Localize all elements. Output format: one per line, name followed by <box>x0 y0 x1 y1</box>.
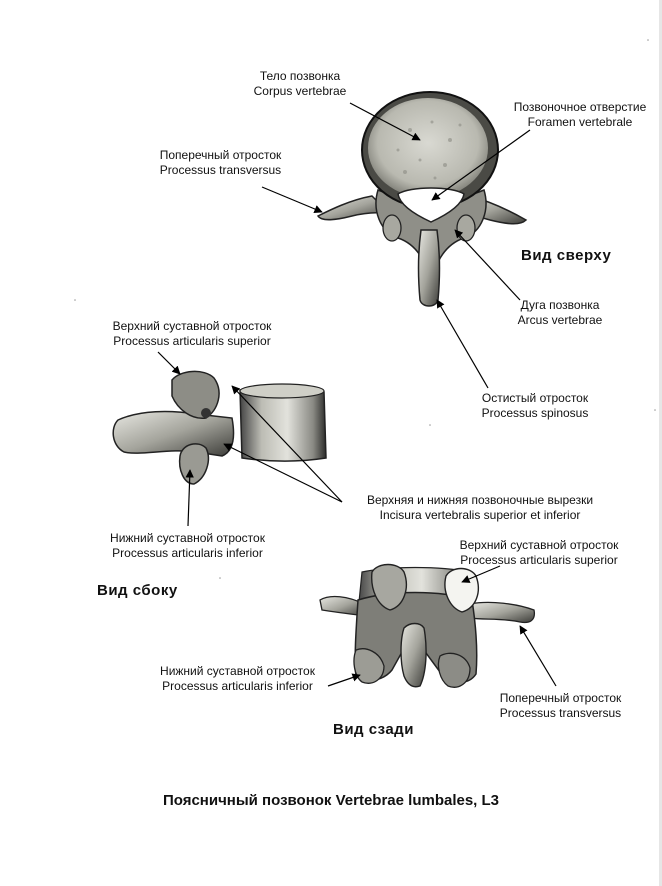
side-view-vertebra <box>112 370 327 485</box>
scan-specks <box>74 39 656 579</box>
leader-incisura-2 <box>223 443 343 503</box>
label-arcus-vertebrae: Дуга позвонка Arcus vertebrae <box>505 298 615 328</box>
leader-lines <box>157 102 557 687</box>
view-top-label: Вид сверху <box>521 247 612 264</box>
leader-incisura-1 <box>231 385 343 503</box>
label-art-inf-back-ru: Нижний суставной отросток <box>160 664 315 678</box>
leader-art-inf-back <box>327 673 361 687</box>
page-edge <box>659 0 662 886</box>
label-incisura: Верхняя и нижняя позвоночные вырезки Inc… <box>345 493 615 523</box>
label-foramen-la: Foramen vertebrale <box>527 115 633 129</box>
label-corpus-ru: Тело позвонка <box>259 69 341 83</box>
leader-transversus-back <box>519 625 557 687</box>
leader-spinosus <box>436 299 489 389</box>
leader-arcus <box>454 229 521 301</box>
spinous-process-back <box>400 622 427 688</box>
articular-process-left-top <box>382 214 402 242</box>
label-incisura-ru: Верхняя и нижняя позвоночные вырезки <box>366 493 594 507</box>
back-view-vertebra <box>319 563 536 688</box>
spinous-process-side <box>112 410 235 457</box>
label-transversus-back-ru: Поперечный отросток <box>499 691 622 705</box>
label-art-inf-back: Нижний суставной отросток Processus arti… <box>140 664 335 694</box>
superior-articular-process-left-back <box>371 563 408 611</box>
top-view-vertebra <box>316 91 528 307</box>
label-transversus-top: Поперечный отросток Processus transversu… <box>148 148 293 178</box>
label-arcus-la: Arcus vertebrae <box>517 313 603 327</box>
label-transversus-top-ru: Поперечный отросток <box>159 148 282 162</box>
label-art-sup-back-la: Processus articularis superior <box>460 553 618 567</box>
label-art-inf-back-la: Processus articularis inferior <box>162 679 313 693</box>
superior-articular-process-side <box>171 370 220 419</box>
label-transversus-top-la: Processus transversus <box>159 163 282 177</box>
transverse-process-right-back <box>469 601 536 624</box>
leader-art-inf-side <box>185 469 194 527</box>
leader-transversus-top <box>261 186 323 213</box>
label-art-inf-side-ru: Нижний суставной отросток <box>110 531 265 545</box>
view-back-label: Вид сзади <box>333 721 414 738</box>
label-art-sup-side: Верхний суставной отросток Processus art… <box>92 319 292 349</box>
label-foramen-vertebrale: Позвоночное отверстие Foramen vertebrale <box>500 100 660 130</box>
leader-foramen <box>431 129 531 201</box>
label-art-inf-side: Нижний суставной отросток Processus arti… <box>90 531 285 561</box>
view-side-label: Вид сбоку <box>97 582 178 599</box>
label-art-sup-back: Верхний суставной отросток Processus art… <box>440 538 638 568</box>
label-transversus-back-la: Processus transversus <box>499 706 622 720</box>
leader-art-sup-side <box>157 351 181 375</box>
vertebral-body-side <box>239 387 327 462</box>
spinous-process-top <box>417 229 441 307</box>
label-incisura-la: Incisura vertebralis superior et inferio… <box>379 508 581 522</box>
label-art-inf-side-la: Processus articularis inferior <box>112 546 263 560</box>
label-corpus-la: Corpus vertebrae <box>253 84 347 98</box>
label-art-sup-side-la: Processus articularis superior <box>113 334 271 348</box>
label-foramen-ru: Позвоночное отверстие <box>513 100 647 114</box>
articular-process-right-top <box>456 214 476 242</box>
leader-corpus <box>349 102 421 141</box>
label-art-sup-back-ru: Верхний суставной отросток <box>459 538 619 552</box>
inferior-articular-process-left-back <box>353 648 385 684</box>
inferior-articular-process-right-back <box>437 652 471 688</box>
label-spinosus: Остистый отросток Processus spinosus <box>470 391 600 421</box>
label-transversus-back: Поперечный отросток Processus transversu… <box>488 691 633 721</box>
vertebral-foramen-top <box>397 187 465 223</box>
label-arcus-ru: Дуга позвонка <box>520 298 600 312</box>
figure-title: Поясничный позвонок Vertebrae lumbales, … <box>162 792 500 809</box>
leader-art-sup-back <box>461 565 501 583</box>
label-corpus-vertebrae: Тело позвонка Corpus vertebrae <box>235 69 365 99</box>
label-art-sup-side-ru: Верхний суставной отросток <box>112 319 272 333</box>
label-spinosus-la: Processus spinosus <box>481 406 589 420</box>
inferior-articular-process-side <box>178 443 210 485</box>
label-spinosus-ru: Остистый отросток <box>481 391 589 405</box>
